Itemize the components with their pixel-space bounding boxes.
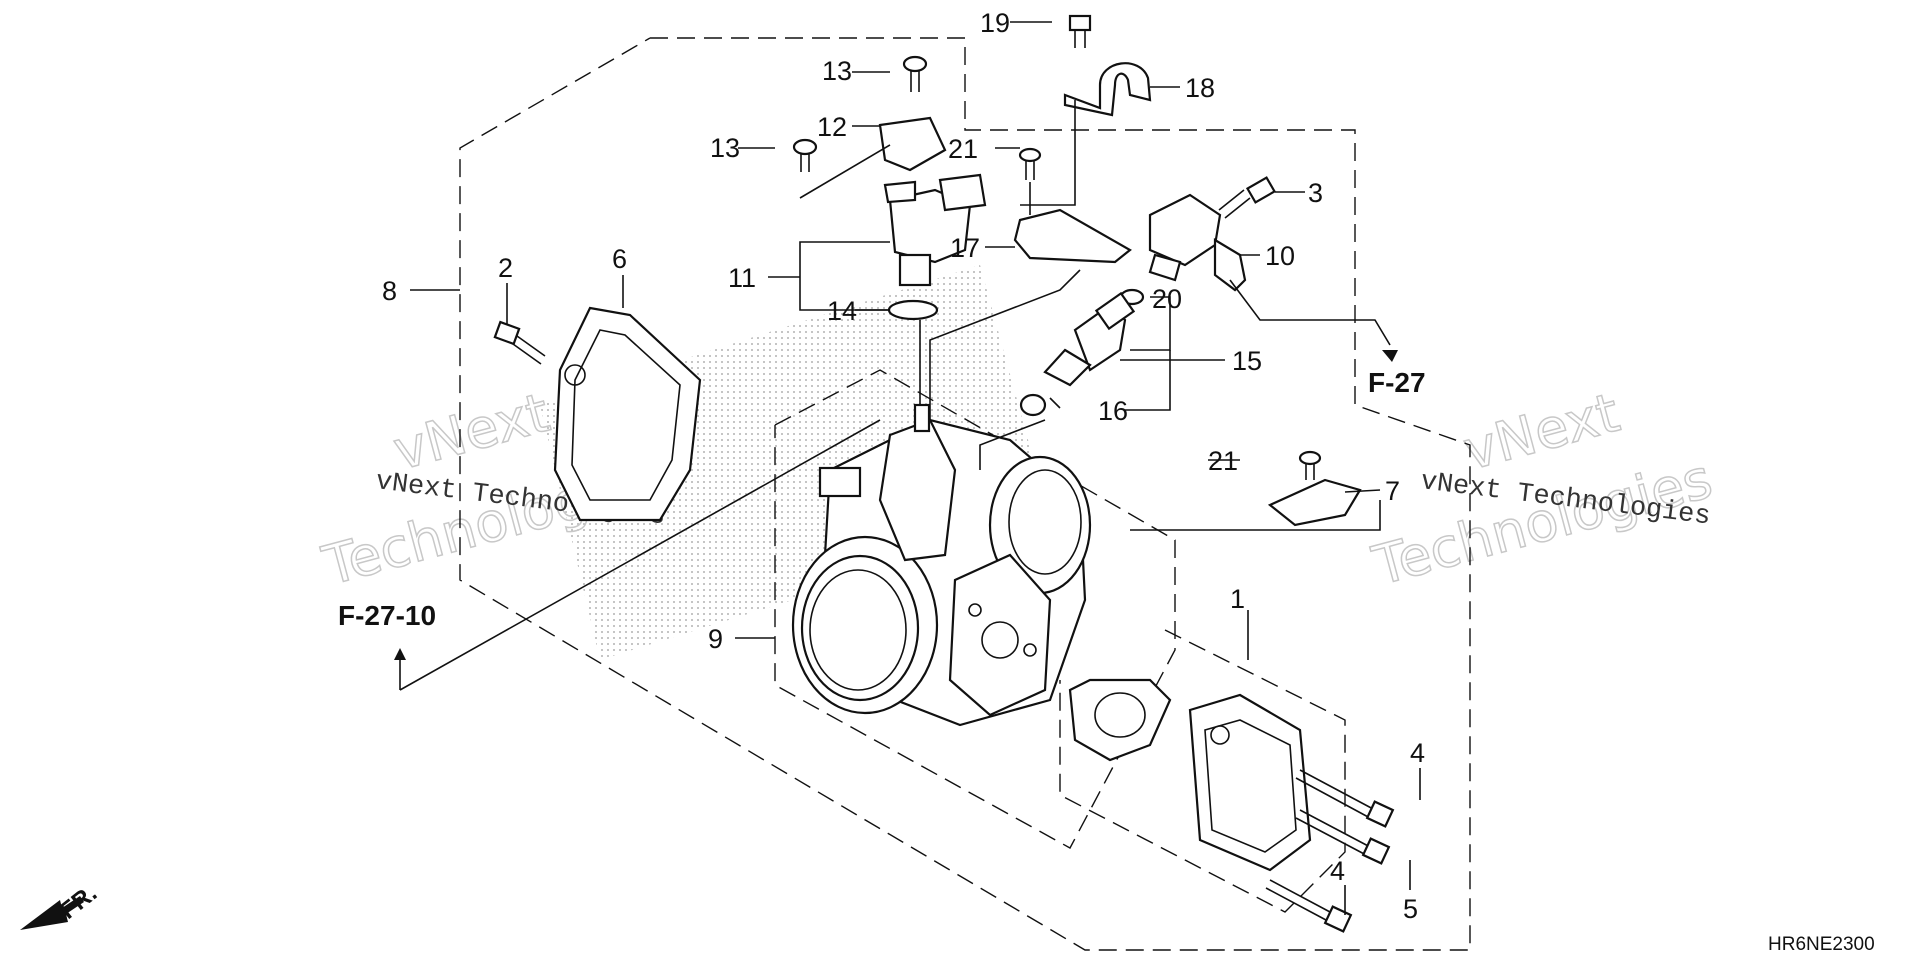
gasket [1068, 678, 1172, 762]
cover-6 [553, 306, 702, 522]
screw-21-right [1298, 450, 1322, 480]
callout-4-upper: 4 [1410, 738, 1425, 768]
screw-13-left [792, 138, 818, 172]
group-boundary-1 [1059, 629, 1346, 913]
screw-5 [1295, 809, 1391, 865]
sensor-10 [1148, 193, 1247, 292]
callout-19: 19 [980, 8, 1010, 38]
callout-21-right: 21 [1208, 446, 1238, 476]
callout-5: 5 [1403, 894, 1418, 924]
callout-1: 1 [1230, 584, 1245, 614]
bolt-19 [1068, 14, 1092, 48]
arrow-f27-10 [394, 648, 406, 660]
callout-13-left: 13 [710, 133, 740, 163]
bracket-12 [878, 116, 947, 172]
seal-16 [1019, 393, 1047, 417]
plate-7 [1267, 478, 1362, 527]
watermark-vnext-right: vNext [1457, 381, 1626, 483]
callout-4-lower: 4 [1330, 856, 1345, 886]
screw-13-top [902, 55, 928, 92]
callout-7: 7 [1385, 476, 1400, 506]
callout-10: 10 [1265, 241, 1295, 271]
callout-12: 12 [817, 112, 847, 142]
watermark-vnext-left: vNext [387, 381, 556, 483]
assembly-boundary-8 [459, 37, 1471, 951]
callout-9: 9 [708, 624, 723, 654]
callout-8: 8 [382, 276, 397, 306]
front-arrow-icon [20, 896, 84, 930]
callout-18: 18 [1185, 73, 1215, 103]
callout-3: 3 [1308, 178, 1323, 208]
screw-4-upper [1295, 769, 1395, 828]
throttle-body-9 [791, 403, 1092, 727]
leader-lines [399, 21, 1421, 915]
watermark-right: vNext Technologies vNext Technologies [1365, 380, 1719, 598]
callout-15: 15 [1232, 346, 1262, 376]
callout-21-top: 21 [948, 134, 978, 164]
callout-16: 16 [1098, 396, 1128, 426]
bolt-3 [1218, 176, 1277, 219]
callout-13-top: 13 [822, 56, 852, 86]
plate-17 [1013, 208, 1132, 264]
callout-6: 6 [612, 244, 627, 274]
bolt-2 [493, 320, 546, 365]
ref-f27: F-27 [1368, 367, 1426, 398]
diagram-code: HR6NE2300 [1768, 934, 1875, 955]
callout-2: 2 [498, 253, 513, 283]
callout-14: 14 [827, 296, 857, 326]
injector-15 [1043, 291, 1136, 387]
shading-area [540, 265, 1050, 660]
sensor-1 [1188, 693, 1312, 872]
callout-11: 11 [728, 263, 756, 293]
gasket-inner [1094, 692, 1146, 738]
callout-17: 17 [950, 233, 980, 263]
clamp-18 [1063, 62, 1152, 117]
sensor-11 [883, 173, 987, 287]
arrow-f27 [1382, 350, 1398, 362]
front-arrow: FR. [20, 880, 102, 930]
group-boundary-9 [774, 369, 1176, 849]
o-ring-14 [887, 299, 939, 321]
screw-21-top [1018, 147, 1042, 180]
callout-20: 20 [1152, 284, 1182, 314]
ref-f27-10: F-27-10 [338, 600, 436, 631]
